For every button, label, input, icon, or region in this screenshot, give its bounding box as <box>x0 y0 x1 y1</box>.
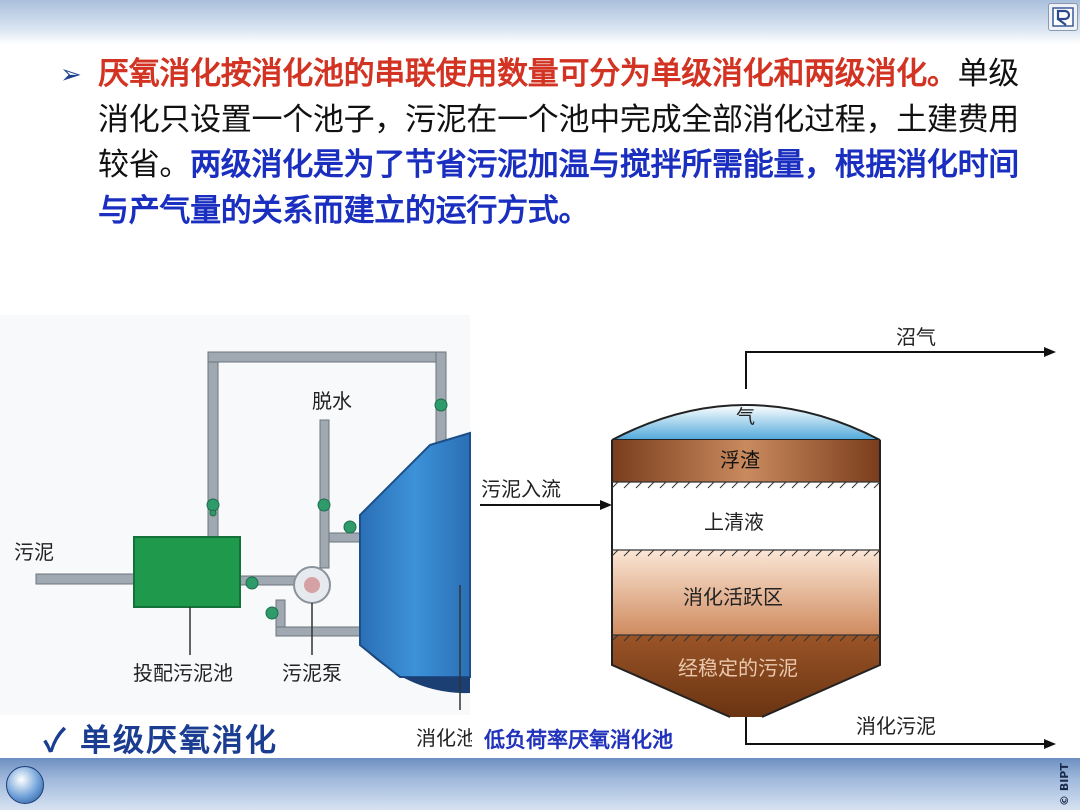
right-caption: 低负荷率厌氧消化池 <box>484 728 673 752</box>
check-mark-icon: ✓ <box>44 723 68 759</box>
stabilized-sludge-layer <box>612 635 880 717</box>
bottom-band <box>0 758 1080 810</box>
left-caption: ✓ 单级厌氧消化 <box>44 715 278 760</box>
label-sludge-pump: 污泥泵 <box>282 661 342 685</box>
label-digested-sludge: 消化污泥 <box>856 714 936 738</box>
pipe-network <box>35 351 447 637</box>
paragraph-normal-text: 单级消化只设置一个池子，污泥在一个池中完成全部消化过程，土建费用较省。 <box>98 56 1020 183</box>
paragraph-blue-text: 两级消化是为了节省污泥加温与搅拌所需能量，根据消化时间与产气量的关系而建立的运行… <box>98 147 1020 229</box>
valve-group <box>206 398 448 620</box>
active-zone-layer <box>612 550 880 635</box>
gas-dome <box>611 404 881 441</box>
dosing-tank <box>133 536 241 608</box>
left-caption-text: 单级厌氧消化 <box>79 723 278 759</box>
institution-logo-icon <box>1048 3 1078 31</box>
paragraph-red-text: 厌氧消化按消化池的串联使用数量可分为单级消化和两级消化。 <box>98 56 958 92</box>
right-digester <box>611 404 881 718</box>
label-inflow: 污泥入流 <box>481 477 561 501</box>
flow-arrows <box>480 347 1056 749</box>
label-biogas: 沼气 <box>896 325 936 349</box>
label-stabilized-sludge: 经稳定的污泥 <box>678 656 798 680</box>
label-digester: 消化池 <box>416 726 476 750</box>
label-scum: 浮渣 <box>720 448 760 472</box>
label-dosing-tank: 投配污泥池 <box>133 661 233 685</box>
layer-boundaries <box>612 481 880 636</box>
main-paragraph: 厌氧消化按消化池的串联使用数量可分为单级消化和两级消化。单级消化只设置一个池子，… <box>98 52 1034 234</box>
scum-layer <box>612 440 880 482</box>
copyright-text: © BIPT <box>1058 763 1071 806</box>
hatch-marks <box>611 481 881 642</box>
globe-logo-icon <box>6 766 44 804</box>
digestion-diagrams: 污泥 脱水 投配污泥池 污泥泵 消化池 沼气 气 浮渣 污泥入流 上清液 <box>0 315 1056 750</box>
label-supernatant: 上清液 <box>704 510 764 534</box>
top-band <box>0 0 1080 44</box>
supernatant-layer <box>612 482 880 550</box>
label-active-zone: 消化活跃区 <box>683 585 783 609</box>
copyright-mark: © BIPT <box>1058 763 1071 806</box>
leader-lines <box>189 585 461 710</box>
label-gas: 气 <box>736 406 755 428</box>
label-dewatering: 脱水 <box>312 389 352 413</box>
label-sludge: 污泥 <box>14 540 54 564</box>
bullet-arrow-icon: ➢ <box>60 60 82 90</box>
